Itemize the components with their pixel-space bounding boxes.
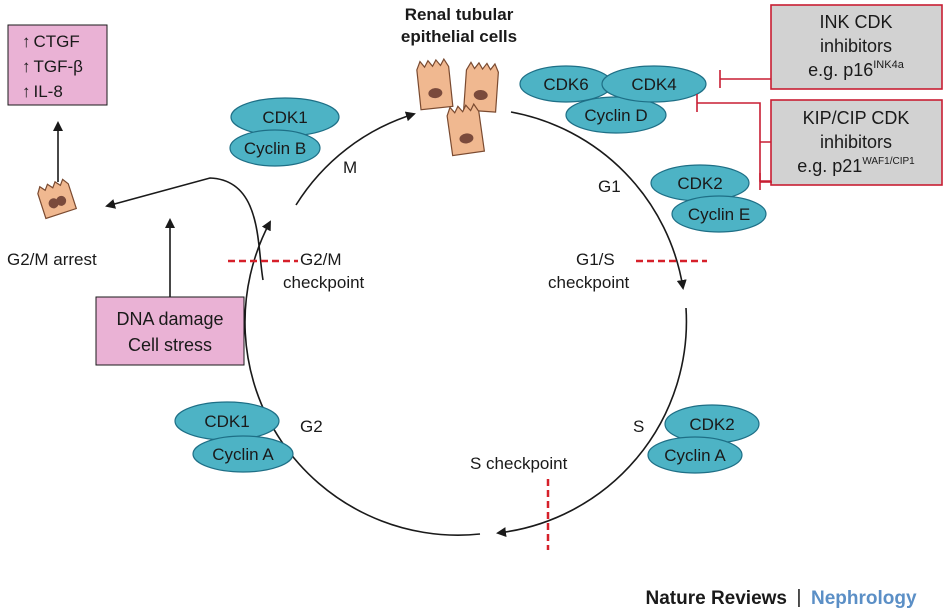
title-line-2: epithelial cells	[401, 27, 517, 46]
damage-line-1: DNA damage	[116, 309, 223, 329]
cdk2-a-label: CDK2	[689, 415, 734, 434]
phase-g1-label: G1	[598, 177, 621, 196]
kip-line-3: e.g. p21WAF1/CIP1	[797, 156, 915, 176]
arc-s	[496, 307, 688, 538]
cyclin-a-right-ellipse	[647, 436, 743, 474]
ink-line-1: INK CDK	[819, 12, 892, 32]
marker-ctgf: ↑CTGF	[22, 32, 80, 51]
s-checkpoint-label: S checkpoint	[470, 454, 568, 473]
markers-box: ↑CTGF ↑TGF-β ↑IL-8	[7, 24, 108, 106]
renal-cell	[446, 102, 486, 157]
kip-inhibitor-box: KIP/CIP CDK inhibitors e.g. p21WAF1/CIP1	[770, 99, 943, 186]
cdk1-a-label: CDK1	[204, 412, 249, 431]
arc-m-to-cells	[295, 111, 416, 206]
renal-cell	[416, 57, 454, 111]
cdk4-ellipse	[601, 65, 707, 103]
cdk6-label: CDK6	[543, 75, 588, 94]
footer-separator: |	[797, 587, 802, 608]
marker-tgfb: ↑TGF-β	[22, 57, 83, 76]
ink-line-3: e.g. p16INK4a	[808, 59, 905, 80]
cyclin-d-ellipse	[565, 96, 667, 134]
kip-line-1: KIP/CIP CDK	[803, 108, 910, 128]
phase-m-label: M	[343, 158, 357, 177]
g1s-checkpoint-label-2: checkpoint	[548, 273, 630, 292]
cyclin-b-label: Cyclin B	[244, 139, 306, 158]
renal-cell	[463, 61, 499, 113]
damage-line-2: Cell stress	[128, 335, 212, 355]
cyclin-e-ellipse	[671, 195, 767, 233]
g1s-checkpoint-label-1: G1/S	[576, 250, 615, 269]
inhibition-connectors	[696, 70, 772, 190]
marker-il8: ↑IL-8	[22, 82, 63, 101]
dna-damage-box: DNA damage Cell stress	[95, 296, 245, 366]
arrow-to-arrest	[105, 177, 264, 281]
title-line-1: Renal tubular	[405, 5, 514, 24]
ink-inhibitor-box: INK CDK inhibitors e.g. p16INK4a	[770, 4, 943, 90]
cyclin-b-ellipse	[229, 129, 321, 167]
phase-g2-label: G2	[300, 417, 323, 436]
cdk2-cyclin-a-complex: CDK2 Cyclin A	[647, 404, 760, 474]
arc-g1	[510, 111, 687, 290]
phase-s-label: S	[633, 417, 644, 436]
cdk2-cyclin-e-complex: CDK2 Cyclin E	[650, 164, 767, 233]
checkpoint-lines	[228, 259, 707, 550]
cyclin-a-left-ellipse	[192, 435, 294, 473]
cyclin-a-left-label: Cyclin A	[212, 445, 274, 464]
kip-inhibition-bracket	[697, 102, 771, 182]
g2m-arrest-label: G2/M arrest	[7, 250, 97, 269]
footer-journal: Nature Reviews	[645, 588, 787, 609]
g2m-checkpoint-label-1: G2/M	[300, 250, 342, 269]
arc-g2	[244, 220, 481, 536]
cdk6-cdk4-cyclin-d-complex: CDK6 CDK4 Cyclin D	[519, 65, 707, 134]
footer-section: Nephrology	[811, 588, 917, 609]
cell-cycle-ring	[105, 111, 688, 538]
journal-footer: Nature Reviews | Nephrology	[645, 587, 917, 609]
ink-line-2: inhibitors	[820, 36, 892, 56]
cdk1-cyclin-a-complex: CDK1 Cyclin A	[174, 401, 294, 473]
kip-line-2: inhibitors	[820, 132, 892, 152]
cyclin-a-right-label: Cyclin A	[664, 446, 726, 465]
cdk4-label: CDK4	[631, 75, 676, 94]
g2m-checkpoint-label-2: checkpoint	[283, 273, 365, 292]
cyclin-d-label: Cyclin D	[584, 106, 647, 125]
cyclin-e-label: Cyclin E	[688, 205, 750, 224]
renal-cells-illustration	[416, 57, 499, 157]
arrested-cell	[37, 178, 78, 220]
cdk1-label: CDK1	[262, 108, 307, 127]
cdk2-e-label: CDK2	[677, 174, 722, 193]
cdk1-cyclin-b-complex: CDK1 Cyclin B	[229, 97, 340, 167]
